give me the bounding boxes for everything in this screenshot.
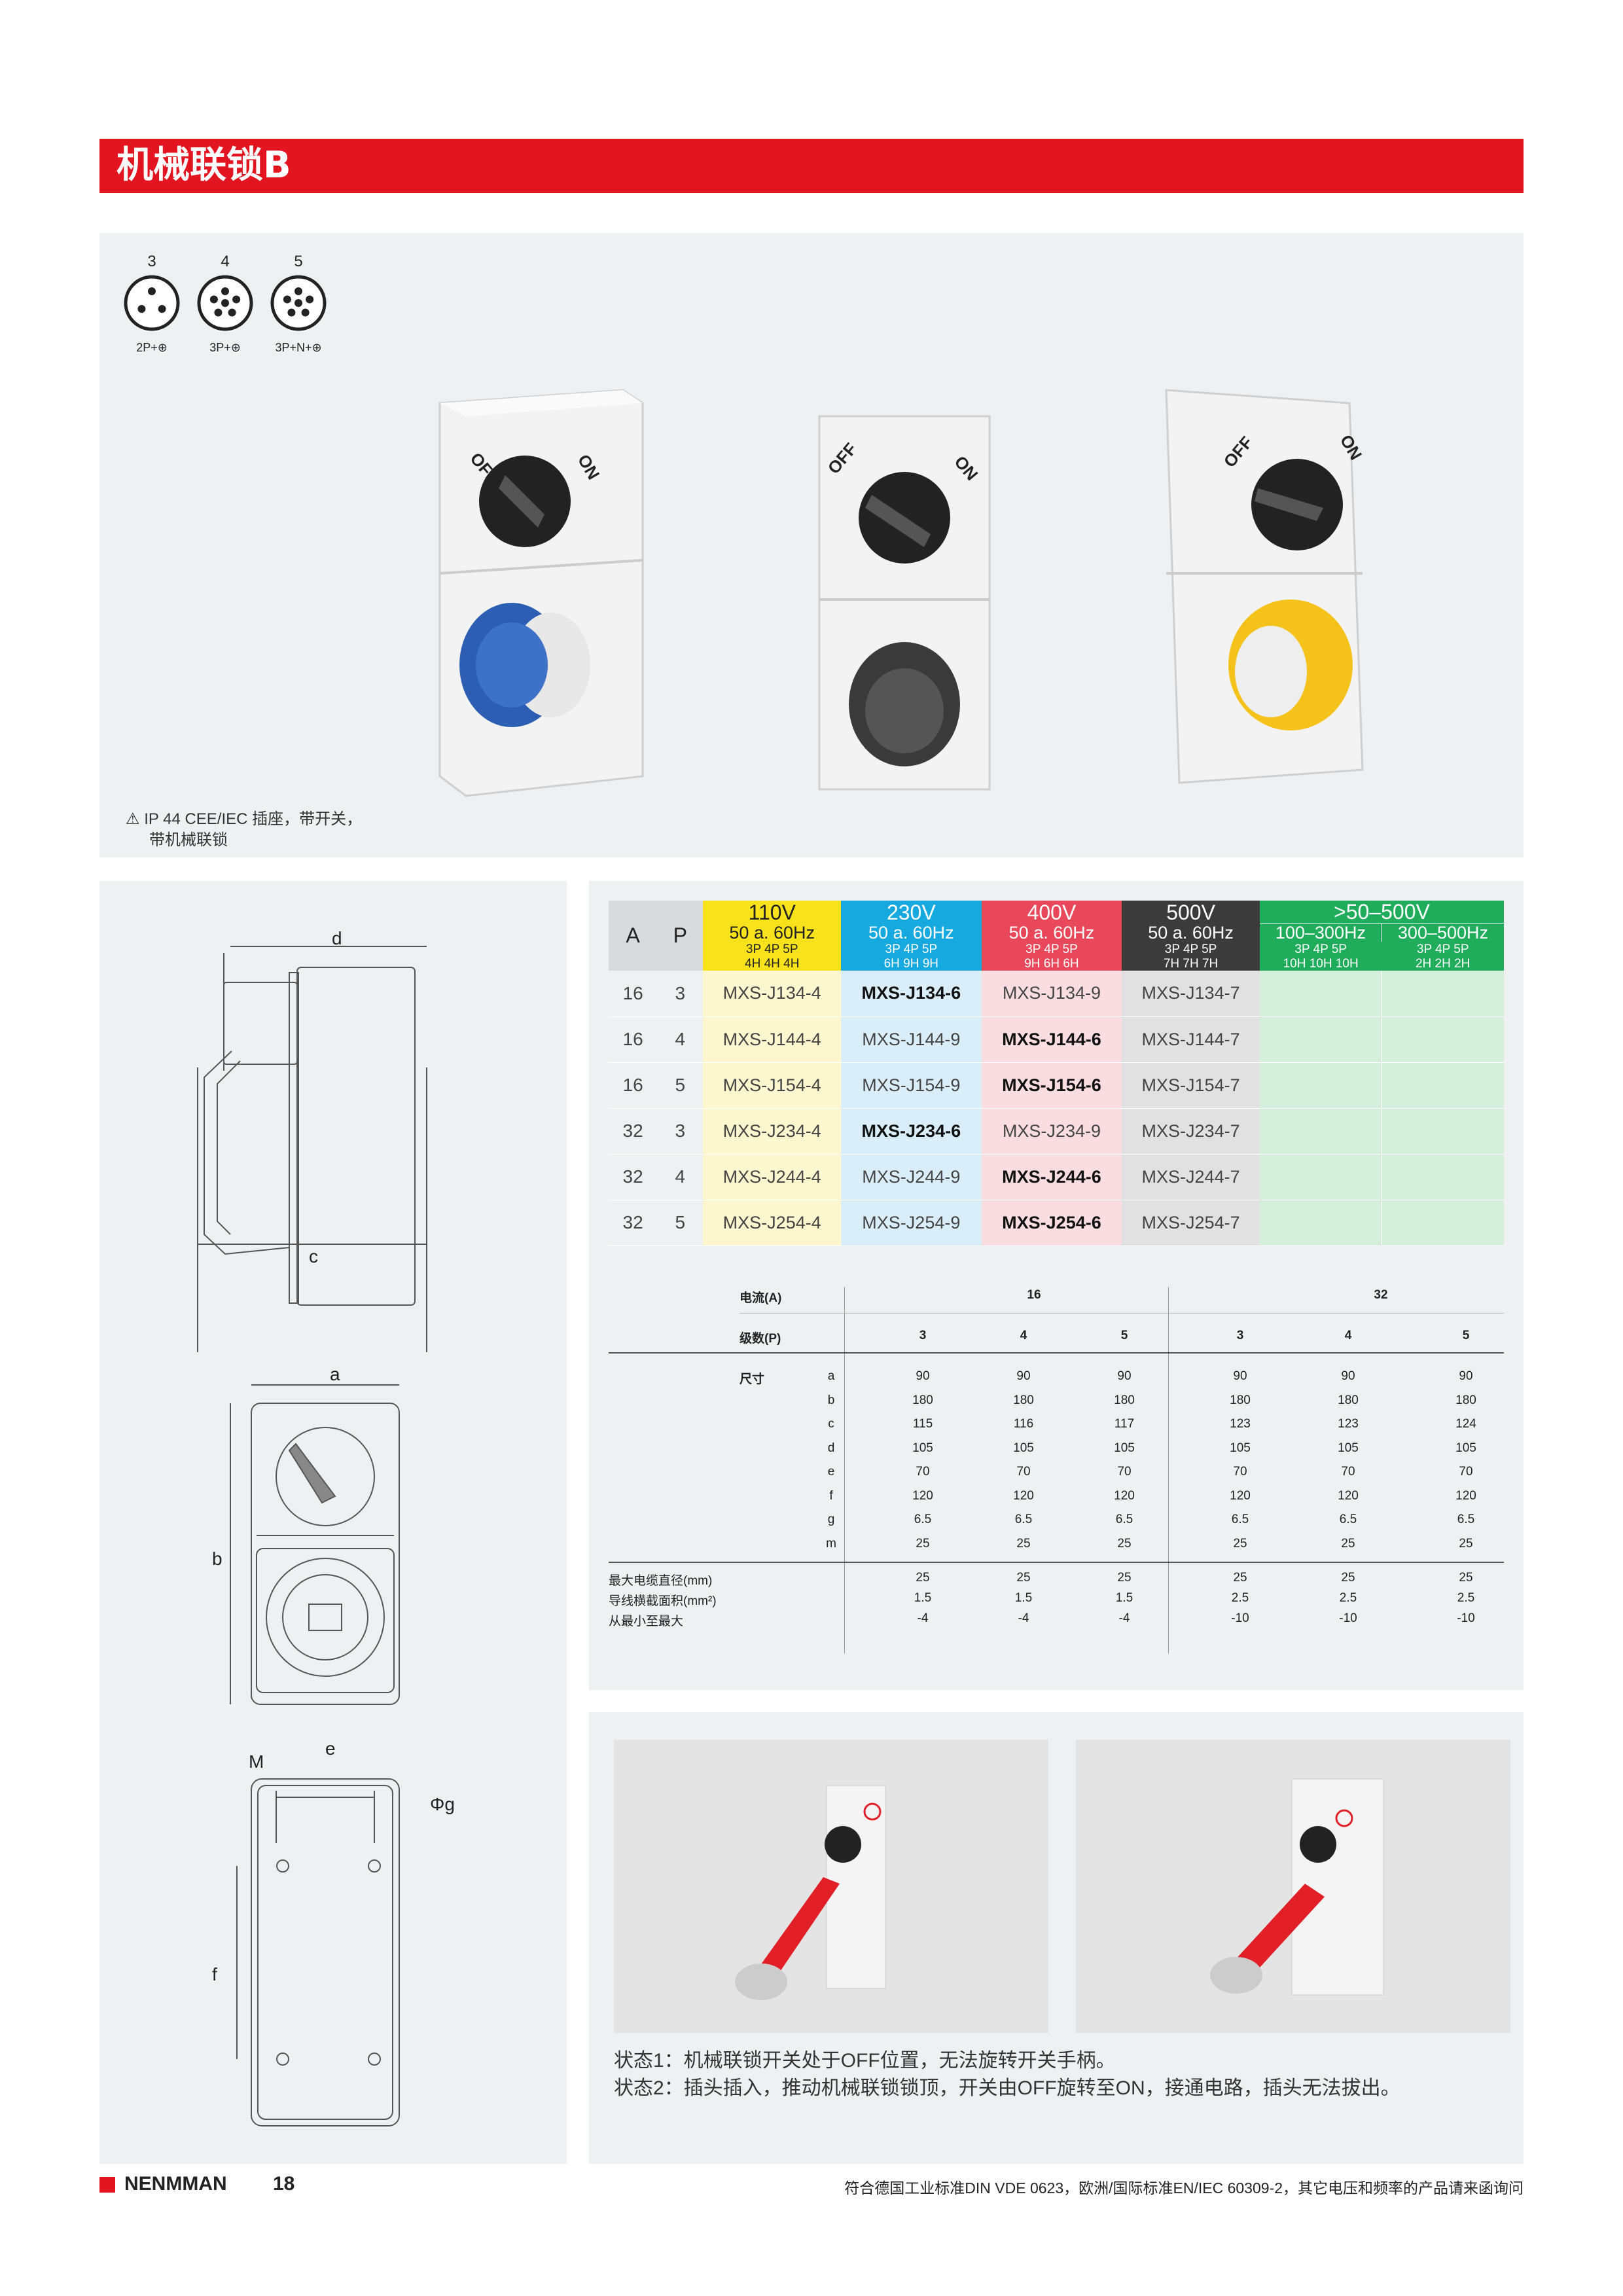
current-label: 电流(A) — [740, 1291, 782, 1305]
state2-text: 状态2：插头插入，推动机械联锁锁顶，开关由OFF旋转至ON，接通电路，插头无法拔… — [614, 2077, 1400, 2099]
current-16: 16 — [1027, 1288, 1041, 1302]
model-cell: MXS-J154-7 — [1122, 1062, 1260, 1109]
model-cell: MXS-J144-4 — [703, 1016, 842, 1063]
socket-pin-icon — [124, 275, 180, 331]
product-panel: 3 2P+⊕ 4 3P+⊕ 5 3P+N+⊕ OFF ON OFF ON — [99, 233, 1524, 857]
page-number: 18 — [273, 2173, 295, 2195]
model-cell: MXS-J154-4 — [703, 1062, 842, 1109]
model-cell: MXS-J154-6 — [981, 1062, 1122, 1109]
state2-photo — [1076, 1740, 1510, 2033]
model-cell: MXS-J244-9 — [841, 1154, 982, 1200]
product-yellow-socket: OFF ON — [1165, 389, 1366, 784]
empty-cell — [1382, 971, 1504, 1017]
title-bar: 机械联锁B — [99, 139, 1524, 193]
page-title: 机械联锁B — [116, 144, 291, 187]
size-label: 尺寸 — [740, 1372, 765, 1386]
product-blue-socket: OFF ON — [438, 389, 644, 797]
model-cell: MXS-J244-6 — [981, 1154, 1122, 1200]
empty-cell — [1382, 1016, 1504, 1063]
empty-cell — [1382, 1154, 1504, 1200]
pin-number: 5 — [294, 253, 303, 270]
state1-text: 状态1：机械联锁开关处于OFF位置，无法旋转开关手柄。 — [614, 2050, 1116, 2072]
col-p-header: P — [657, 901, 704, 971]
model-cell: MXS-J254-7 — [1122, 1200, 1260, 1246]
product-black-socket: OFF ON — [818, 415, 991, 791]
drawing-panel: d c a b M e Φg f — [99, 881, 567, 2164]
empty-cell — [1382, 1062, 1504, 1109]
model-cell: MXS-J134-7 — [1122, 971, 1260, 1017]
model-cell: MXS-J244-4 — [703, 1154, 842, 1200]
model-cell: MXS-J234-4 — [703, 1108, 842, 1155]
pin-label: 3P+N+⊕ — [275, 341, 322, 354]
poles-label: 级数(P) — [740, 1332, 781, 1346]
empty-cell — [1259, 1062, 1382, 1109]
empty-cell — [1382, 1200, 1504, 1246]
model-cell: MXS-J234-6 — [841, 1108, 982, 1155]
model-cell: MXS-J254-9 — [841, 1200, 982, 1246]
model-cell: MXS-J234-7 — [1122, 1108, 1260, 1155]
warning-icon: ⚠ — [126, 810, 140, 828]
state-notes: 状态1：机械联锁开关处于OFF位置，无法旋转开关手柄。 状态2：插头插入，推动机… — [614, 2047, 1400, 2102]
dimension-drawing — [197, 946, 427, 2126]
state1-photo — [614, 1740, 1048, 2033]
footer-square — [99, 2177, 115, 2193]
brand: NENMMAN — [124, 2173, 227, 2195]
model-cell: MXS-J244-7 — [1122, 1154, 1260, 1200]
empty-cell — [1259, 1108, 1382, 1155]
model-cell: MXS-J144-6 — [981, 1016, 1122, 1063]
empty-cell — [1259, 1154, 1382, 1200]
pin-label: 3P+⊕ — [209, 341, 241, 354]
product-images: OFF ON OFF ON OFF ON — [438, 389, 1366, 797]
model-cell: MXS-J144-9 — [841, 1016, 982, 1063]
footer-note: 符合德国工业标准DIN VDE 0623，欧洲/国际标准EN/IEC 60309… — [844, 2179, 1524, 2197]
model-cell: MXS-J134-9 — [981, 971, 1122, 1017]
model-cell: MXS-J144-7 — [1122, 1016, 1260, 1063]
empty-cell — [1259, 1016, 1382, 1063]
model-cell: MXS-J134-6 — [841, 971, 982, 1017]
empty-cell — [1259, 971, 1382, 1017]
model-cell: MXS-J134-4 — [703, 971, 842, 1017]
model-cell: MXS-J234-9 — [981, 1108, 1122, 1155]
model-cell: MXS-J254-4 — [703, 1200, 842, 1246]
socket-pin-icon — [197, 275, 253, 331]
state-panel: 状态1：机械联锁开关处于OFF位置，无法旋转开关手柄。 状态2：插头插入，推动机… — [589, 1712, 1524, 2164]
pin-label: 2P+⊕ — [136, 341, 168, 354]
empty-cell — [1382, 1108, 1504, 1155]
model-cell: MXS-J254-6 — [981, 1200, 1122, 1246]
socket-pin-icon — [270, 275, 327, 331]
pin-number: 4 — [221, 253, 230, 270]
empty-cell — [1259, 1200, 1382, 1246]
footer: NENMMAN 18 符合德国工业标准DIN VDE 0623，欧洲/国际标准E… — [99, 2172, 1524, 2200]
col-a-header: A — [609, 901, 658, 971]
pin-number: 3 — [147, 253, 156, 270]
current-32: 32 — [1374, 1288, 1388, 1302]
model-cell: MXS-J154-9 — [841, 1062, 982, 1109]
product-caption: ⚠ IP 44 CEE/IEC 插座，带开关， 带机械联锁 — [126, 810, 363, 849]
